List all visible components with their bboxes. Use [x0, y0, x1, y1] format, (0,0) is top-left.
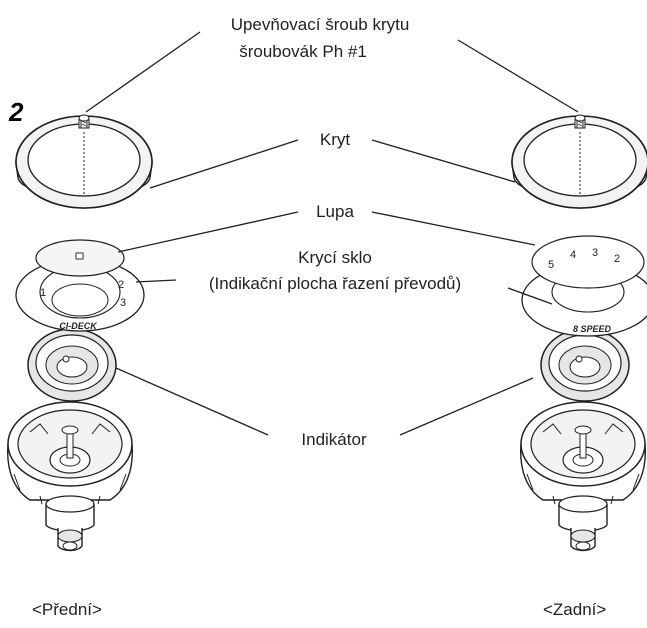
leader-lines [85, 31, 579, 436]
front-brand-text: CI-DECK [59, 321, 98, 331]
leader-glass-rear [507, 287, 553, 305]
label-rear-view: <Zadní> [543, 600, 607, 619]
leader-lens-rear [371, 211, 536, 246]
front-gear-number: 2 [118, 279, 124, 291]
leader-indicator-rear [399, 377, 534, 436]
leader-screw-front [85, 31, 201, 113]
leader-cover-front [149, 139, 299, 189]
front-gear-plate: CI-DECK 1 2 3 [15, 258, 145, 332]
front-lens [35, 239, 125, 277]
rear-gear-number: 3 [592, 247, 598, 259]
rear-assembly: 8 SPEED 5 4 3 2 [511, 114, 647, 552]
label-indicator: Indikátor [301, 430, 367, 449]
rear-brand-text: 8 SPEED [573, 324, 612, 334]
front-gear-number: 3 [120, 297, 126, 309]
leader-indicator-front [115, 367, 269, 436]
label-gear-display: (Indikační plocha řazení převodů) [208, 274, 462, 293]
leader-lens-front [117, 211, 299, 253]
label-cover-glass: Krycí sklo [298, 248, 372, 267]
leader-screw-rear [457, 39, 579, 113]
front-gear-number: 1 [40, 287, 46, 299]
leader-cover-rear [371, 139, 516, 183]
label-front-view: <Přední> [32, 600, 102, 619]
rear-gear-number: 4 [570, 249, 576, 261]
rear-gear-number: 2 [614, 253, 620, 265]
label-cover: Kryt [319, 130, 351, 149]
leader-glass-front [135, 279, 177, 283]
label-cover-screw: Upevňovací šroub krytu [230, 15, 410, 34]
label-screwdriver: šroubovák Ph #1 [239, 42, 367, 61]
label-lens: Lupa [316, 202, 354, 221]
step-number: 2 [9, 97, 24, 127]
front-assembly: CI-DECK 1 2 3 [6, 114, 153, 552]
rear-gear-number: 5 [548, 259, 554, 271]
rear-lens: 5 4 3 2 [531, 235, 645, 289]
